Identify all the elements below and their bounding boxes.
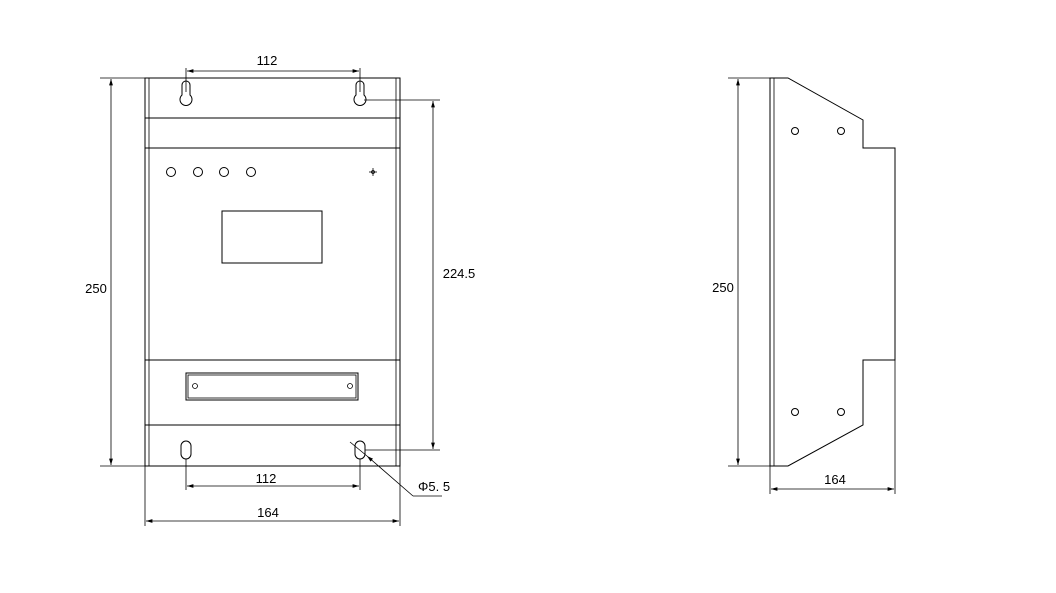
dim-front-width: 164 xyxy=(144,466,401,526)
dim-side-height: 250 xyxy=(712,77,770,467)
dim-side-depth: 164 xyxy=(769,360,896,494)
terminal-screw-left xyxy=(192,383,198,389)
dim-label-front-250: 250 xyxy=(85,281,107,296)
side-screw-top-right xyxy=(837,127,845,135)
display-window xyxy=(221,210,323,264)
terminal-strip xyxy=(185,372,359,401)
indicator-light-1 xyxy=(166,167,176,177)
front-view: 112 250 224.5 112 164 xyxy=(85,53,475,526)
front-outer-frame xyxy=(144,77,401,467)
dim-hole-vertical-spacing: 224.5 xyxy=(364,99,476,451)
indicator-light-3 xyxy=(219,167,229,177)
dim-label-phi-5-5: Φ5. 5 xyxy=(418,479,450,494)
side-profile-outline xyxy=(769,77,896,467)
dim-label-side-164: 164 xyxy=(824,472,846,487)
bottom-left-slot xyxy=(180,440,192,460)
side-screw-top-left xyxy=(791,127,799,135)
dim-front-height: 250 xyxy=(85,77,145,467)
dim-label-front-164: 164 xyxy=(257,505,279,520)
side-view: 250 164 xyxy=(712,77,896,494)
side-screw-bottom-left xyxy=(791,408,799,416)
fan-symbol-icon xyxy=(369,168,377,176)
dim-bottom-hole-spacing: 112 xyxy=(185,459,361,490)
dim-label-top-112: 112 xyxy=(257,53,278,68)
dim-hole-diameter: Φ5. 5 xyxy=(349,441,450,497)
indicator-light-2 xyxy=(193,167,203,177)
side-screw-bottom-right xyxy=(837,408,845,416)
indicator-light-4 xyxy=(246,167,256,177)
terminal-screw-right xyxy=(347,383,353,389)
dim-label-bottom-112: 112 xyxy=(256,471,277,486)
dim-top-hole-spacing: 112 xyxy=(185,53,361,92)
dim-label-224-5: 224.5 xyxy=(443,266,476,281)
dim-label-side-250: 250 xyxy=(712,280,734,295)
